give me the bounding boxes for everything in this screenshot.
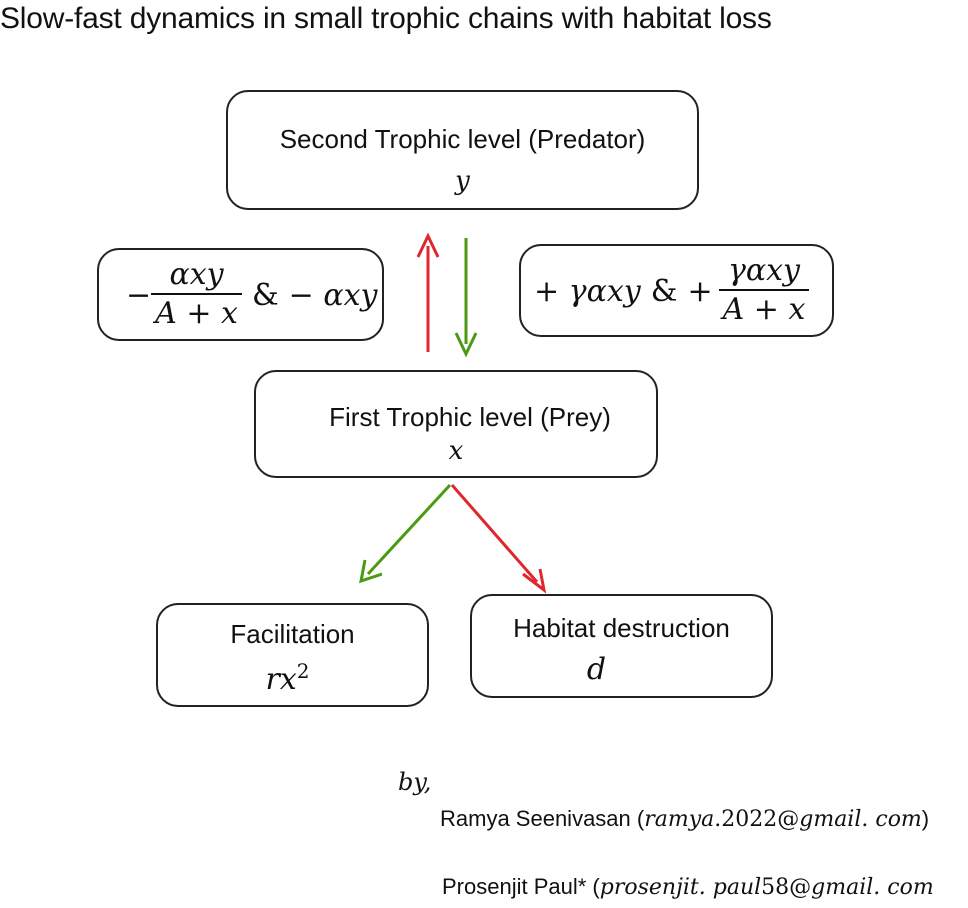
- email-domain: gmail. com: [799, 807, 922, 832]
- ampersand: &: [251, 277, 279, 313]
- predator-gain-expression: + γαxy & + γαxy A + x: [534, 246, 810, 336]
- plus-sign: +: [687, 273, 713, 309]
- ampersand: &: [650, 273, 678, 309]
- email-number: .2022@: [714, 807, 800, 832]
- facilitation-term: rx: [265, 662, 297, 697]
- minus-sign: −: [126, 277, 152, 313]
- linear-term: − αxy: [288, 277, 378, 313]
- fraction-denominator: A + x: [155, 296, 238, 331]
- arrow-prey-to-facilitation: [359, 483, 452, 584]
- facilitation-label: Facilitation: [230, 619, 355, 649]
- author-prosenjit: Prosenjit Paul* (prosenjit. paul58@gmail…: [442, 874, 934, 900]
- linear-gain-term: + γαxy: [534, 273, 641, 309]
- byline: by,: [398, 768, 432, 796]
- page-title: Slow-fast dynamics in small trophic chai…: [0, 2, 772, 35]
- arrow-prey-to-habitat-destruction: [450, 484, 547, 594]
- author-ramya: Ramya Seenivasan (ramya.2022@gmail. com): [440, 806, 929, 832]
- predation-loss-expression: − αxy A + x & − αxy: [126, 250, 377, 340]
- habitat-destruction-box: Habitat destruction d: [470, 594, 773, 698]
- prey-label: First Trophic level (Prey): [329, 402, 611, 432]
- email-user: prosenjit. paul: [599, 875, 762, 900]
- predator-gain-box: [519, 244, 834, 337]
- prey-box: First Trophic level (Prey) x: [254, 370, 658, 478]
- habitat-destruction-variable: d: [586, 652, 607, 687]
- email-number: 58@: [761, 875, 812, 900]
- facilitation-box: Facilitation rx2: [156, 603, 429, 707]
- fraction-denominator: A + x: [722, 292, 806, 327]
- prey-variable: x: [448, 436, 464, 466]
- predator-label: Second Trophic level (Predator): [279, 124, 646, 154]
- facilitation-variable: rx2: [158, 659, 427, 697]
- predator-variable: y: [455, 166, 470, 196]
- author-name: Prosenjit Paul* (: [442, 874, 600, 899]
- arrow-predator-to-prey: [454, 238, 478, 358]
- email-user: ramya: [644, 807, 715, 832]
- closing-paren: ): [921, 806, 930, 831]
- predator-box: Second Trophic level (Predator) y: [226, 90, 699, 210]
- holling-fraction: αxy A + x: [151, 257, 242, 333]
- arrow-prey-to-predator: [416, 232, 440, 352]
- email-domain: gmail. com: [811, 875, 934, 900]
- fraction-numerator: γαxy: [718, 253, 810, 291]
- exponent: 2: [296, 659, 310, 683]
- habitat-destruction-label: Habitat destruction: [513, 613, 730, 643]
- holling-gain-fraction: γαxy A + x: [718, 253, 810, 329]
- author-name: Ramya Seenivasan (: [440, 806, 645, 831]
- fraction-numerator: αxy: [151, 257, 242, 295]
